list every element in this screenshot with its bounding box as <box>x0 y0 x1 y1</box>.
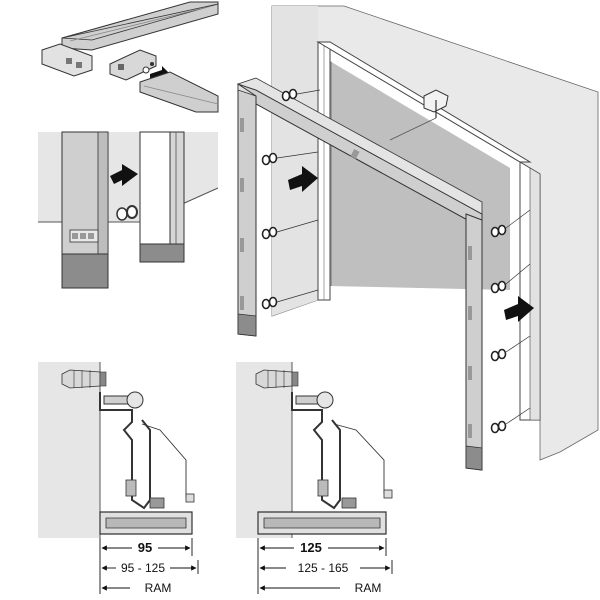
alignment-lines-right <box>505 209 531 425</box>
frame-bracket-right <box>291 391 393 510</box>
main-frame-assembly <box>236 5 599 471</box>
cross-section-right: 125 125 - 165 RAM <box>236 362 393 595</box>
door-frame-profile <box>139 131 185 263</box>
lining-top-beam <box>236 77 483 229</box>
lining-profile <box>99 511 193 535</box>
dimension-lines-left <box>99 538 199 594</box>
push-arrow-right <box>504 296 534 322</box>
width-label-right: 125 <box>300 540 322 555</box>
top-bracket <box>389 89 449 141</box>
push-arrow <box>110 164 138 186</box>
lining-left-post <box>237 83 257 337</box>
wall-plug-right <box>255 369 299 389</box>
rail-connector-block <box>41 43 93 77</box>
push-arrow-left <box>288 166 318 192</box>
frame-label-left: RAM <box>145 581 172 595</box>
dimension-lines-right <box>257 538 393 594</box>
alignment-lines-left <box>276 89 321 303</box>
rail-joint-detail <box>0 0 219 113</box>
lining-right-post <box>465 213 483 471</box>
range-label-left: 95 - 125 <box>121 561 165 575</box>
range-label-right: 125 - 165 <box>298 561 349 575</box>
post-wall-detail <box>38 131 219 292</box>
frame-bracket <box>99 391 195 510</box>
washers-left <box>261 88 298 310</box>
frame-post <box>61 131 109 289</box>
washers-right <box>490 224 507 434</box>
wall-plug <box>61 369 107 389</box>
cross-section-left: 95 95 - 125 RAM <box>38 362 199 595</box>
lining-profile-right <box>257 511 387 535</box>
rail-clip <box>109 49 157 81</box>
width-label-left: 95 <box>138 540 152 555</box>
frame-label-right: RAM <box>355 581 382 595</box>
